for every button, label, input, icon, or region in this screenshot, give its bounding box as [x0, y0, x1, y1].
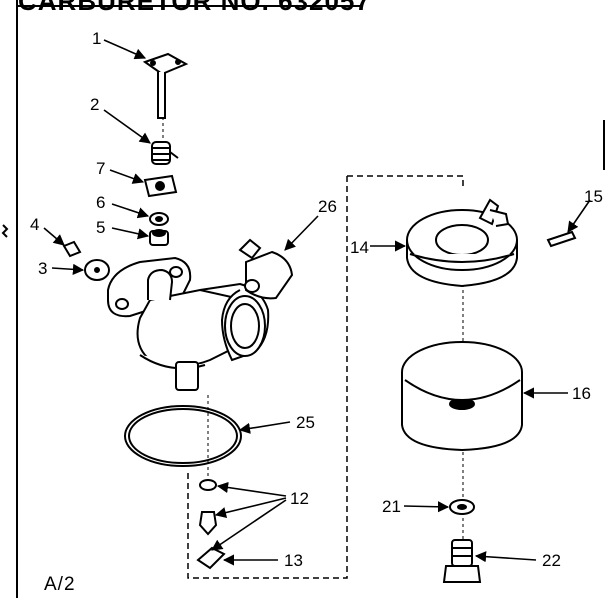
part-carburetor-body	[107, 256, 270, 391]
leader-5	[111, 227, 150, 240]
callout-21: 21	[382, 497, 401, 516]
callout-4: 4	[30, 215, 40, 234]
part-float-pin	[546, 230, 577, 248]
part-nut-5	[149, 229, 169, 246]
leader-7	[109, 169, 145, 184]
leader-25	[238, 421, 291, 434]
leader-arrows	[43, 39, 591, 566]
diagram-title: CARBURETOR NO. 632057	[18, 0, 371, 16]
leader-1	[103, 39, 147, 60]
leader-12c	[211, 499, 287, 551]
part-washer-6	[149, 212, 169, 226]
part-spring	[151, 141, 179, 165]
part-needle-seat	[198, 479, 218, 536]
leader-2	[103, 109, 151, 144]
frame-left-mark	[1, 224, 9, 238]
callout-7: 7	[96, 159, 106, 178]
callout-22: 22	[542, 551, 561, 570]
leader-4	[43, 227, 65, 246]
dashed-assembly-outline	[187, 175, 464, 579]
sheet-label: A/2	[44, 574, 76, 595]
part-float-clip	[196, 546, 226, 570]
callout-5: 5	[96, 218, 106, 237]
part-bowl-washer	[449, 499, 475, 515]
part-throttle-shaft	[142, 52, 189, 119]
leader-21	[403, 501, 450, 513]
callout-25: 25	[296, 413, 315, 432]
part-bowl-nut	[442, 539, 482, 583]
part-throttle-plate	[84, 259, 110, 281]
part-float-bowl	[401, 341, 523, 452]
callout-2: 2	[90, 95, 100, 114]
part-gasket	[124, 405, 242, 467]
part-fuel-fitting	[238, 238, 294, 300]
callout-3: 3	[38, 259, 48, 278]
leader-12b	[214, 497, 287, 519]
callout-13: 13	[284, 551, 303, 570]
part-screw-4	[62, 240, 82, 258]
callout-6: 6	[96, 193, 106, 212]
callout-1: 1	[92, 29, 102, 48]
callout-26: 26	[318, 197, 337, 216]
leader-22	[474, 551, 537, 563]
leader-15	[567, 199, 591, 233]
leader-3	[51, 263, 85, 275]
callout-16: 16	[572, 384, 591, 403]
part-float	[406, 198, 518, 288]
callout-15: 15	[584, 187, 603, 206]
part-clip	[143, 174, 178, 198]
callout-14: 14	[350, 238, 369, 257]
callout-12: 12	[290, 489, 309, 508]
leader-26	[284, 215, 319, 251]
leader-12a	[216, 481, 287, 497]
leader-6	[111, 203, 150, 219]
